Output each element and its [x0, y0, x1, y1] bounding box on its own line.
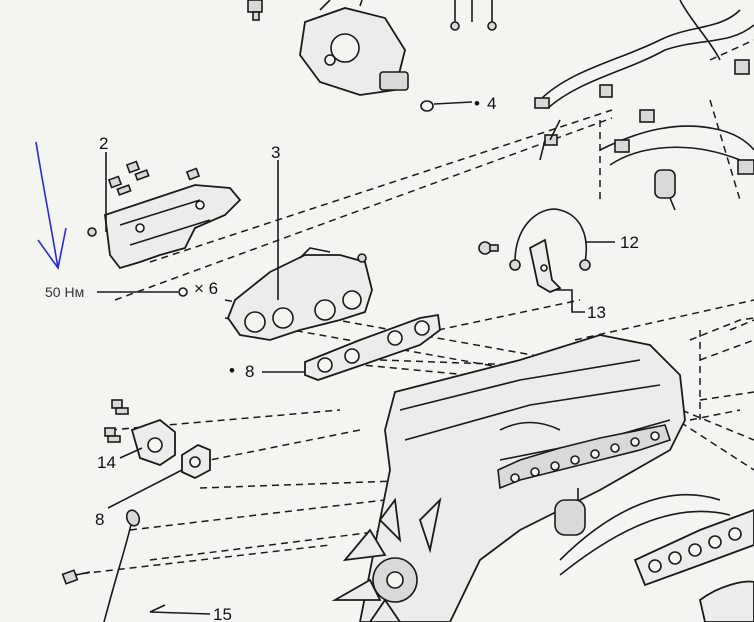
dipstick-tube-15: [61, 509, 141, 622]
top-bolts: [247, 0, 497, 31]
right-dashed-outline: [689, 317, 754, 421]
callout-4: 4: [487, 94, 496, 113]
injection-pump: [299, 0, 409, 96]
callout-3: 3: [271, 143, 280, 162]
callout-15: 15: [213, 605, 232, 622]
callout-8-dot: •: [229, 361, 235, 380]
stud-nut: [178, 287, 188, 297]
callout-8-upper: 8: [245, 362, 254, 381]
elbow-fitting-14: [104, 399, 176, 466]
callout-2: 2: [99, 134, 108, 153]
callout-12: 12: [620, 233, 639, 252]
cooling-fan: [331, 497, 442, 622]
gasket-8-lower: [181, 443, 211, 480]
wiring-harness: [534, 0, 754, 211]
sensor-cable-12: [478, 208, 591, 271]
callout-14: 14: [97, 453, 116, 472]
bracket-13: [528, 238, 562, 293]
annotation-arrow: [35, 141, 67, 270]
exhaust-manifold-3: [226, 247, 373, 341]
manifold-gasket-8-upper: [304, 313, 441, 381]
heat-shield-bolts: [87, 160, 201, 237]
engine-block: [359, 334, 731, 622]
callout-8-lower: 8: [95, 510, 104, 529]
intake-gasket-right: [633, 509, 754, 622]
multiplier-label: × 6: [194, 279, 218, 298]
callout-4-dot: •: [474, 94, 480, 113]
heat-shield-2: [104, 184, 242, 270]
o-ring-4: [420, 100, 473, 112]
callout-leaders: [97, 152, 615, 615]
callout-13: 13: [587, 303, 606, 322]
torque-label: 50 Нм: [45, 284, 84, 300]
